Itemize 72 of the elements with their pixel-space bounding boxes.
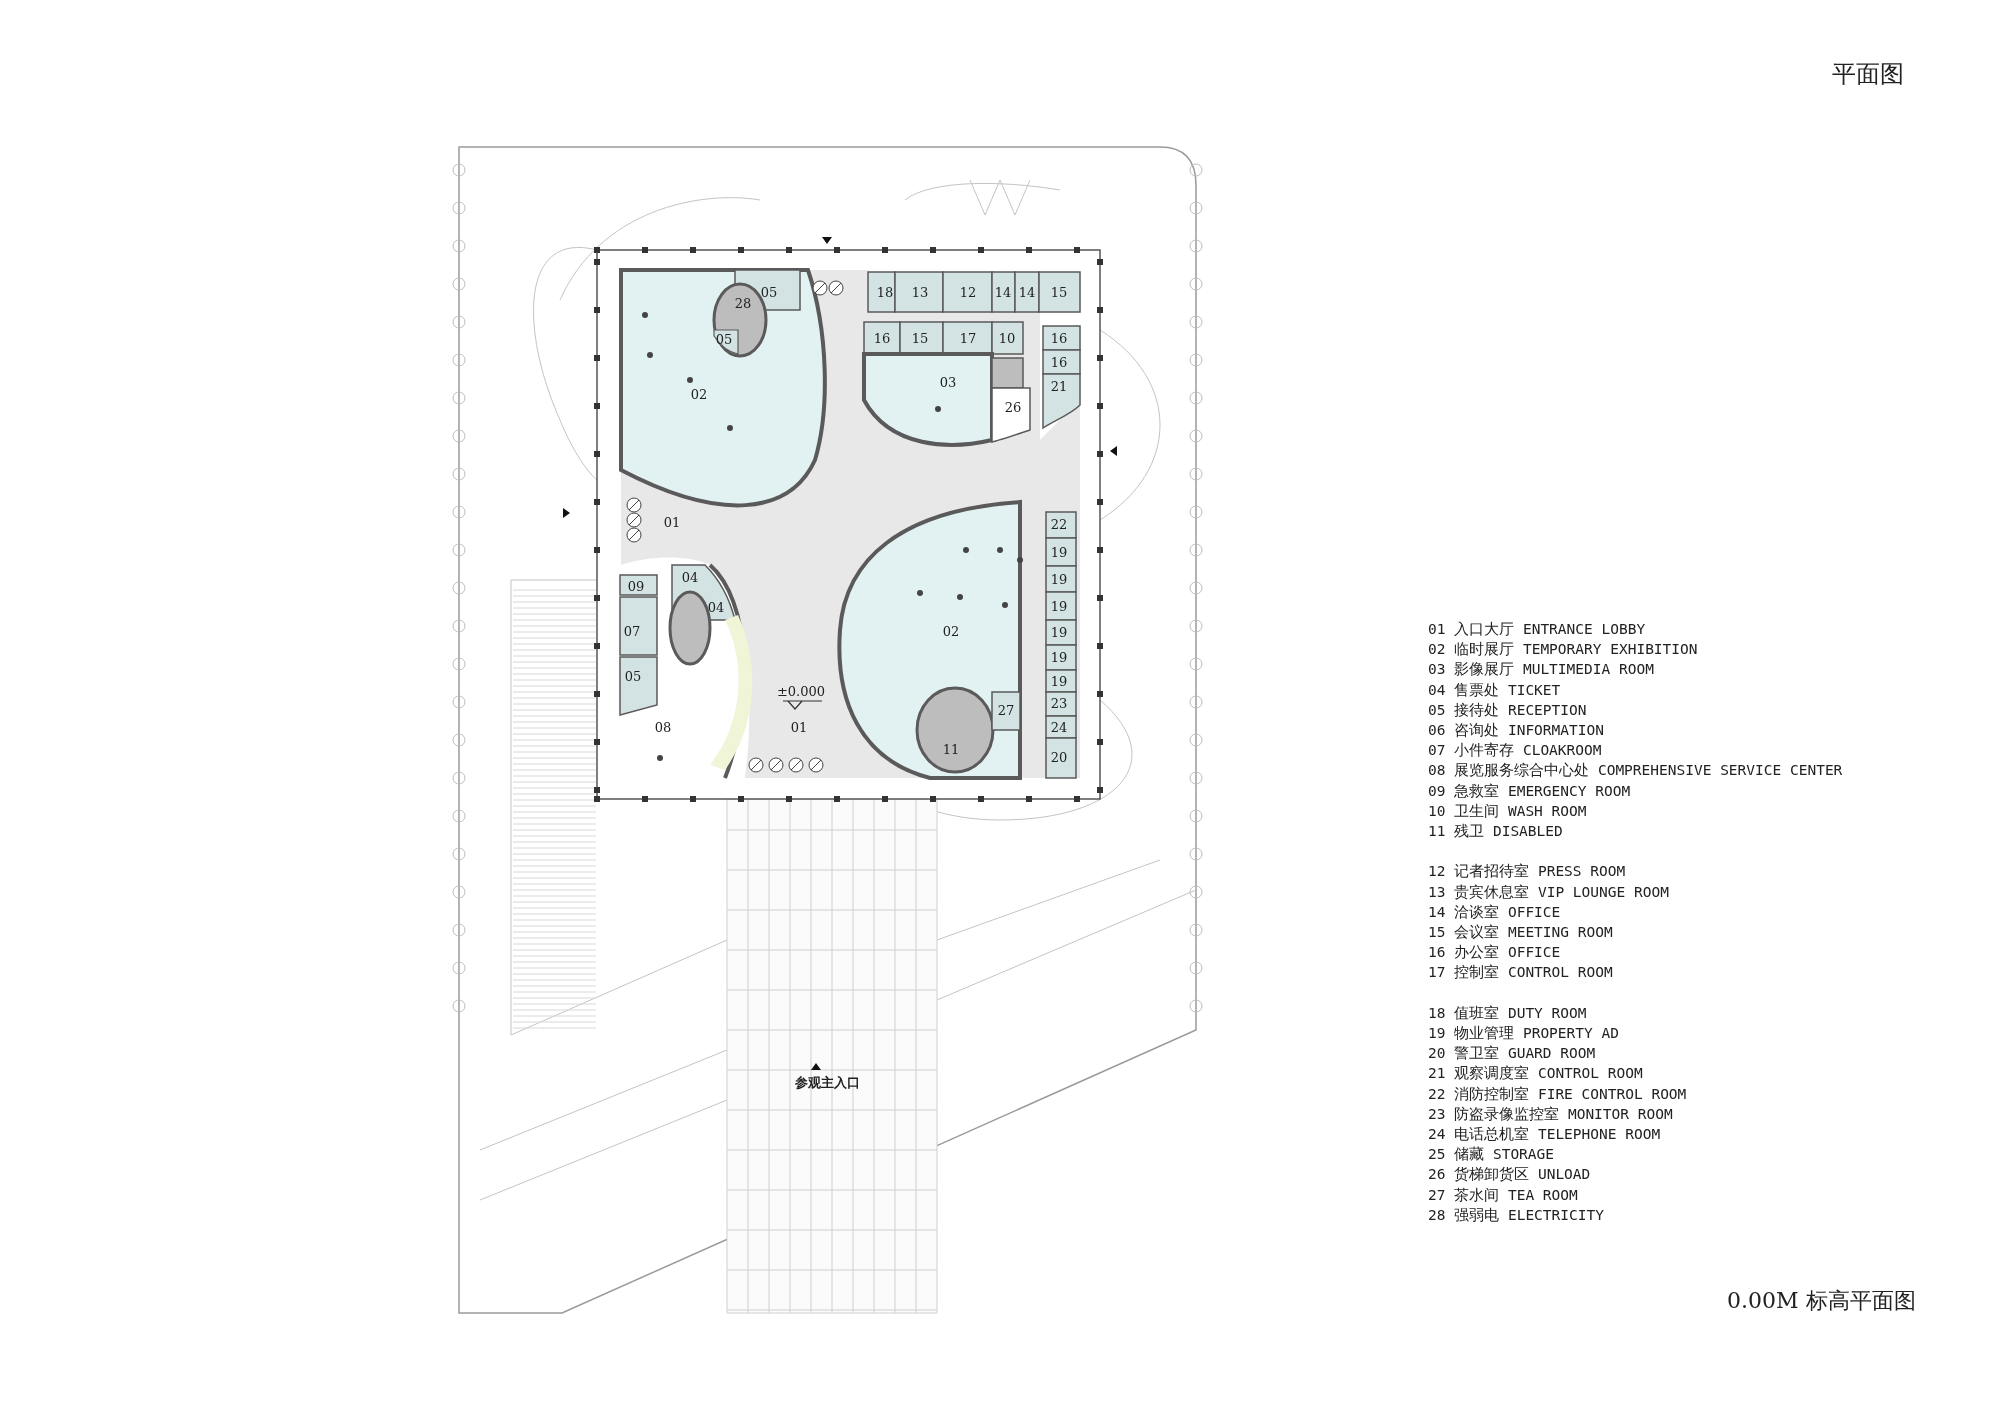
room-number: 18	[876, 285, 894, 299]
room-number: 19	[1050, 650, 1068, 664]
room-number: 19	[1050, 572, 1068, 586]
room-key-text: 11 残卫 DISABLED	[1428, 824, 1563, 839]
room-key-text: 22 消防控制室 FIRE CONTROL ROOM	[1428, 1086, 1687, 1102]
room-number: 04	[707, 600, 725, 614]
room-key-text: 03 影像展厅 MULTIMEDIA ROOM	[1428, 662, 1654, 677]
room-number: 19	[1050, 545, 1068, 559]
room-number: 08	[654, 720, 672, 734]
room-number: 17	[959, 331, 977, 345]
room-number: 16	[1050, 331, 1068, 345]
room-number: 26	[1004, 400, 1022, 414]
room-number: 24	[1050, 720, 1068, 734]
room-number: 05	[760, 285, 778, 299]
room-number: 01	[790, 720, 808, 734]
room-number: 16	[873, 331, 891, 345]
room-number: 19	[1050, 599, 1068, 613]
room-number: 05	[715, 332, 733, 346]
room-key-text: 21 观察调度室 CONTROL ROOM	[1428, 1066, 1643, 1081]
room-number: 27	[997, 703, 1015, 717]
room-key-text: 07 小件寄存 CLOAKROOM	[1428, 743, 1602, 758]
room-number: 19	[1050, 674, 1068, 688]
room-number: 04	[681, 570, 699, 584]
room-number: 11	[942, 742, 960, 756]
room-key-text: 02 临时展厅 TEMPORARY EXHIBITION	[1428, 642, 1698, 657]
room-number: 23	[1050, 696, 1068, 710]
room-key-text: 01 入口大厅 ENTRANCE LOBBY	[1428, 622, 1646, 637]
room-number: 19	[1050, 625, 1068, 639]
room-key-text: 19 物业管理 PROPERTY AD	[1428, 1026, 1619, 1041]
room-key-text: 04 售票处 TICKET	[1428, 682, 1561, 698]
room-number: 22	[1050, 517, 1068, 531]
room-number: 12	[959, 285, 977, 299]
entrance-label: 参观主入口	[794, 1075, 860, 1089]
room-key-text: 28 强弱电 ELECTRICITY	[1428, 1207, 1604, 1223]
room-key-text: 20 警卫室 GUARD ROOM	[1428, 1046, 1596, 1061]
room-number: 05	[624, 669, 642, 683]
room-key-text: 18 值班室 DUTY ROOM	[1428, 1005, 1587, 1021]
room-number: 28	[734, 296, 752, 310]
room-key-text: 13 贵宾休息室 VIP LOUNGE ROOM	[1428, 884, 1669, 900]
room-number: 07	[623, 624, 641, 638]
room-number: 10	[998, 331, 1016, 345]
room-key-text: 24 电话总机室 TELEPHONE ROOM	[1428, 1127, 1661, 1142]
room-key-text: 15 会议室 MEETING ROOM	[1428, 925, 1613, 940]
room-number: 21	[1050, 379, 1068, 393]
room-number: 03	[939, 375, 957, 389]
room-key-text: 23 防盗录像监控室 MONITOR ROOM	[1428, 1106, 1673, 1122]
room-number: 14	[1018, 285, 1036, 299]
room-number: 20	[1050, 750, 1068, 764]
room-number: 15	[911, 331, 929, 345]
room-key-text: 09 急救室 EMERGENCY ROOM	[1428, 783, 1631, 799]
room-number: 14	[994, 285, 1012, 299]
room-key-text: 14 洽谈室 OFFICE	[1428, 904, 1561, 920]
room-number: 16	[1050, 355, 1068, 369]
room-key-text: 05 接待处 RECEPTION	[1428, 702, 1587, 718]
plan-title: 平面图	[1832, 62, 1904, 86]
room-number: 01	[663, 515, 681, 529]
room-number: 02	[690, 387, 708, 401]
room-key-text: 06 咨询处 INFORMATION	[1428, 723, 1604, 738]
room-key-text: 25 储藏 STORAGE	[1428, 1147, 1555, 1162]
room-key-text: 16 办公室 OFFICE	[1428, 945, 1561, 960]
room-number: 15	[1050, 285, 1068, 299]
room-key-text: 17 控制室 CONTROL ROOM	[1428, 965, 1613, 980]
plan-caption: 0.00M 标高平面图	[1727, 1290, 1916, 1312]
room-number: 09	[627, 579, 645, 593]
room-number: 02	[942, 624, 960, 638]
room-number: 13	[911, 285, 929, 299]
room-key-text: 27 茶水间 TEA ROOM	[1428, 1187, 1578, 1203]
room-key-text: 12 记者招待室 PRESS ROOM	[1428, 864, 1626, 879]
room-key-text: 10 卫生间 WASH ROOM	[1428, 803, 1587, 819]
elevation-label: ±0.000	[776, 684, 826, 698]
room-key-text: 26 货梯卸货区 UNLOAD	[1428, 1167, 1591, 1182]
room-key-text: 08 展览服务综合中心处 COMPREHENSIVE SERVICE CENTER	[1428, 763, 1843, 778]
